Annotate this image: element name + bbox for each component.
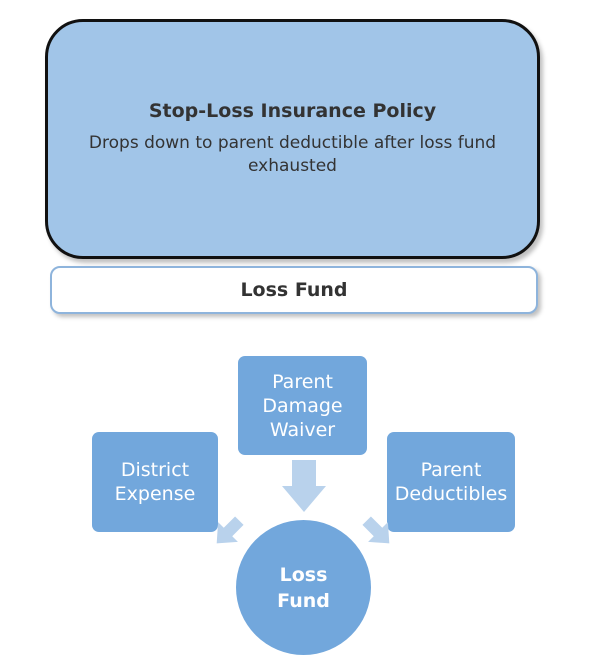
loss-fund-circle: Loss Fund — [236, 520, 371, 655]
diagonal-arrow-left-icon — [216, 516, 244, 544]
district-expense-label: District Expense — [114, 459, 196, 505]
loss-fund-circle-label: Loss Fund — [277, 563, 330, 612]
policy-title: Stop-Loss Insurance Policy — [148, 100, 437, 122]
parent-deductibles-box: Parent Deductibles — [387, 432, 515, 532]
down-arrow-icon — [282, 460, 326, 512]
district-expense-box: District Expense — [92, 432, 218, 532]
loss-fund-bar: Loss Fund — [50, 266, 538, 314]
parent-deductibles-label: Parent Deductibles — [394, 459, 508, 505]
diagonal-arrow-right-icon — [362, 516, 390, 544]
policy-subtitle: Drops down to parent deductible after lo… — [88, 133, 497, 176]
parent-damage-waiver-box: Parent Damage Waiver — [238, 356, 367, 455]
stop-loss-policy-box: Stop-Loss Insurance Policy Drops down to… — [45, 19, 540, 259]
parent-damage-waiver-label: Parent Damage Waiver — [262, 370, 343, 441]
